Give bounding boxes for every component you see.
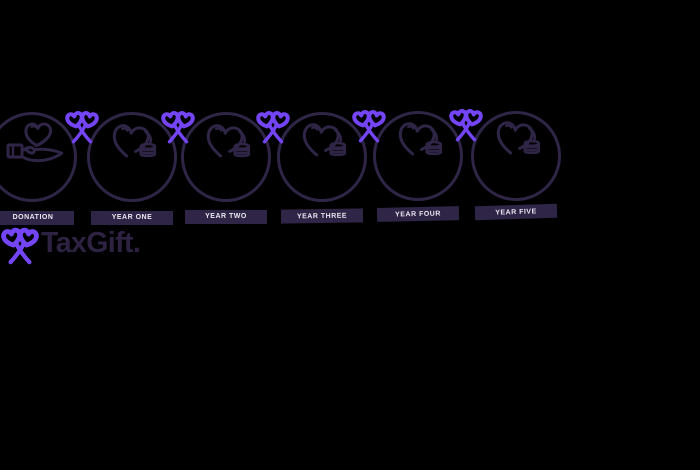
stage-label-year-four: YEAR FOUR xyxy=(376,205,460,222)
stage-circle-donation xyxy=(0,112,77,202)
gift-bow-icon xyxy=(161,111,195,144)
stage-circle-year-two xyxy=(180,112,271,202)
heart-coins-icon xyxy=(398,122,443,156)
stage-circle-year-four xyxy=(372,111,463,201)
hand-giving-heart-icon xyxy=(6,122,64,163)
taxgift-logo-text: TaxGift. xyxy=(41,227,141,259)
heart-coins-icon xyxy=(496,121,541,155)
stage-circle-year-five xyxy=(470,110,561,201)
stage-label-year-two: YEAR TWO xyxy=(185,209,267,224)
heart-coins-icon xyxy=(302,123,347,157)
gift-bow-icon xyxy=(256,111,290,144)
heart-coins-icon xyxy=(112,124,157,158)
stage-label-year-three: YEAR THREE xyxy=(280,208,364,224)
stage-circle-year-one xyxy=(86,112,177,202)
taxgift-logo: TaxGift. xyxy=(0,227,141,273)
stage-circle-year-three xyxy=(276,112,367,202)
gift-bow-icon xyxy=(64,111,99,144)
gift-bow-icon xyxy=(352,110,386,143)
stage-label-year-one: YEAR ONE xyxy=(91,210,173,225)
taxgift-logo-icon xyxy=(1,227,39,265)
gift-bow-icon xyxy=(449,109,483,142)
heart-coins-icon xyxy=(206,124,251,158)
stage-label-year-five: YEAR FIVE xyxy=(474,203,558,220)
stage-label-donation: DONATION xyxy=(0,210,74,225)
